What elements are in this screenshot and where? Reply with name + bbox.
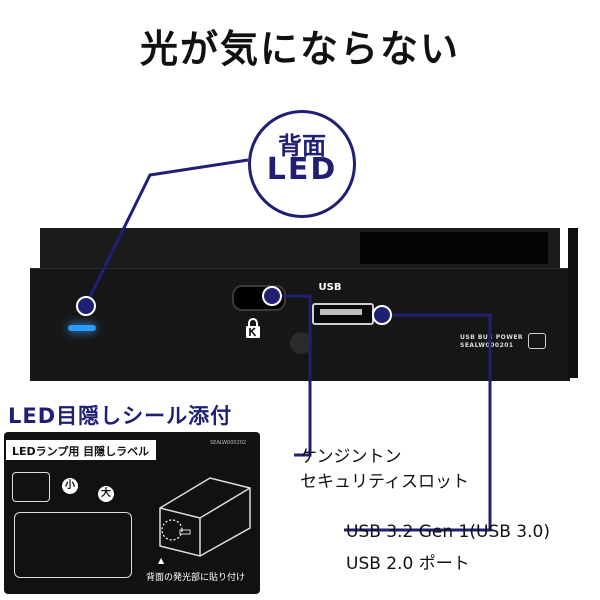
sticker-heading: LED目隠しシール添付 [8,404,233,428]
model-text-line2: SEALW000201 [460,342,514,349]
sticker-note-arrow-icon: ▲ [158,556,165,565]
led-pointer-dot [76,296,96,316]
led-callout-text-2: LED [266,152,338,187]
small-sticker [12,472,50,502]
usb-port-label: USB [318,282,342,293]
device-top-recess [360,232,548,264]
usb-port-pointer-dot [372,305,392,325]
large-sticker [14,512,132,578]
security-slot-pointer-dot [262,286,282,306]
device-front-panel [30,268,570,381]
led-callout-text-1: 背面 [278,132,326,160]
page-title: 光が気にならない [139,27,460,71]
usb-label-line1: USB 3.2 Gen 1(USB 3.0) [346,522,550,542]
power-button-icon [290,332,312,354]
drive-illustration-icon [159,477,251,557]
led-callout-circle [248,110,356,218]
device-side-edge [568,228,578,378]
usb-port-contacts [320,309,362,315]
sticker-header-text: LEDランプ用 目隠しラベル [12,445,150,458]
sticker-note: 背面の発光部に貼り付け [146,573,246,583]
device-top-panel [40,228,560,268]
hdd-device [30,228,578,381]
rear-led-light [68,325,96,331]
vcci-badge-icon [528,333,546,349]
usb-label-line2: USB 2.0 ポート [346,554,470,574]
small-size-badge: 小 [62,478,78,494]
security-slot-label-line1: ケンジントン [300,447,402,467]
large-size-badge: 大 [98,486,114,502]
security-slot-label-line2: セキュリティスロット [300,472,469,492]
sticker-code: SEALW000202 [210,440,247,446]
sticker-header-bar [6,440,156,460]
kensington-lock-icon [246,318,260,338]
